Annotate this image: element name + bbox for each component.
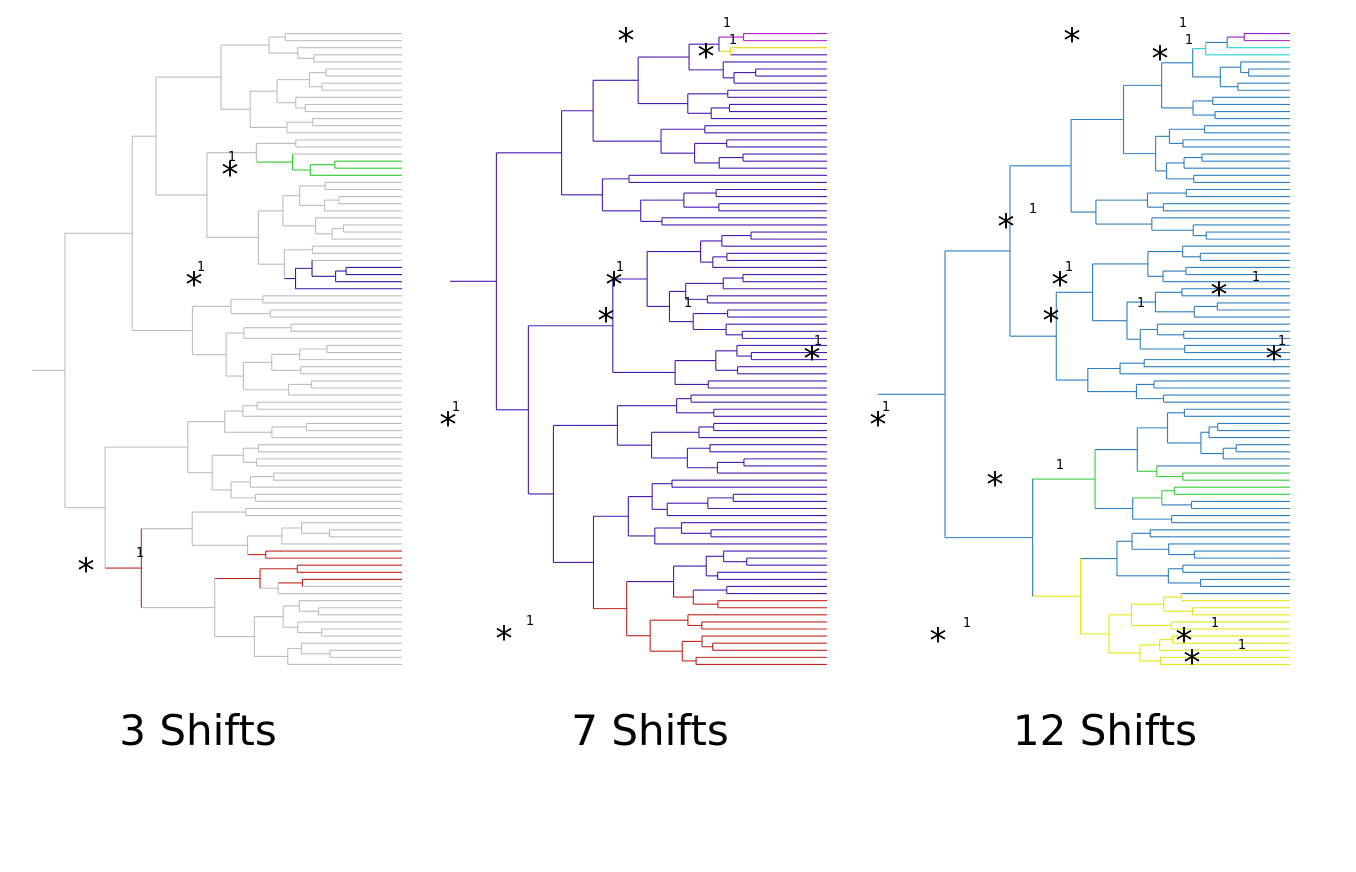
shift-asterisk: * — [186, 265, 203, 305]
shift-label: 1 — [1252, 270, 1260, 285]
tree-panel-7-shifts: *1*1*1*1*1*1*1 — [440, 16, 827, 666]
shift-asterisk: * — [440, 405, 457, 445]
shift-asterisk: * — [1152, 39, 1169, 79]
shift-asterisk: * — [78, 551, 95, 591]
shift-asterisk: * — [1184, 643, 1201, 683]
shift-asterisk: * — [1176, 621, 1193, 661]
shift-label: 1 — [729, 33, 737, 48]
shift-asterisk: * — [1043, 301, 1060, 341]
shift-asterisk: * — [987, 465, 1004, 505]
shift-asterisk: * — [1064, 21, 1081, 61]
shift-label: 1 — [136, 546, 144, 561]
caption-3-shifts: 3 Shifts — [119, 706, 277, 755]
shift-label: 1 — [1056, 458, 1064, 473]
shift-asterisk: * — [222, 155, 239, 195]
shift-asterisk: * — [998, 207, 1015, 247]
shift-asterisk: * — [1266, 339, 1283, 379]
shift-label: 1 — [526, 614, 534, 629]
shift-label: 1 — [963, 616, 971, 631]
shift-label: 1 — [1185, 33, 1193, 48]
shift-asterisk: * — [698, 37, 715, 77]
shift-label: 1 — [616, 260, 624, 275]
tree-panel-3-shifts: *1*1*1 — [32, 32, 402, 666]
shift-asterisk: * — [606, 265, 623, 305]
shift-asterisk: * — [1052, 265, 1069, 305]
shift-label: 1 — [723, 16, 731, 31]
shift-asterisk: * — [870, 405, 887, 445]
shift-asterisk: * — [598, 301, 615, 341]
shift-label: 1 — [1065, 260, 1073, 275]
caption-7-shifts: 7 Shifts — [571, 706, 729, 755]
shift-asterisk: * — [804, 339, 821, 379]
shift-asterisk: * — [930, 621, 947, 661]
shift-label: 1 — [1179, 16, 1187, 31]
tree-panel-12-shifts: *1*1*1*1*1*1*1*1*1*1*1*1 — [870, 16, 1290, 683]
shift-label: 1 — [452, 400, 460, 415]
shift-label: 1 — [1211, 616, 1219, 631]
shift-label: 1 — [1278, 334, 1286, 349]
shift-label: 1 — [684, 296, 692, 311]
shift-label: 1 — [197, 260, 205, 275]
shift-label: 1 — [1137, 296, 1145, 311]
shift-asterisk: * — [1211, 275, 1228, 315]
shift-label: 1 — [814, 334, 822, 349]
shift-label: 1 — [1029, 202, 1037, 217]
shift-label: 1 — [882, 400, 890, 415]
shift-asterisk: * — [618, 21, 635, 61]
caption-12-shifts: 12 Shifts — [1012, 706, 1198, 755]
shift-asterisk: * — [496, 619, 513, 659]
shift-label: 1 — [228, 150, 236, 165]
shift-label: 1 — [1238, 638, 1246, 653]
